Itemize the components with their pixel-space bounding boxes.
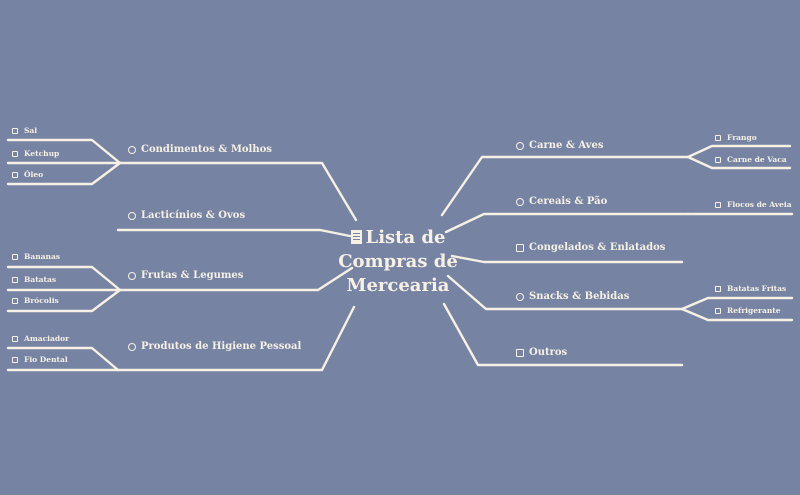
branch-label: Snacks & Bebidas [529, 291, 630, 302]
checkbox-icon[interactable] [12, 151, 18, 157]
leaf-amaciador[interactable]: Amaciador [12, 335, 69, 343]
connector-sal [6, 138, 122, 165]
checkbox-icon[interactable] [12, 254, 18, 260]
checkbox-icon[interactable] [12, 128, 18, 134]
branch-label: Condimentos & Molhos [141, 144, 272, 155]
leaf-sal[interactable]: Sal [12, 127, 37, 135]
leaf-label: Brócolis [24, 296, 59, 305]
circle-checkbox-icon[interactable] [128, 145, 136, 154]
leaf-refrigerante[interactable]: Refrigerante [715, 307, 781, 315]
leaf-label: Carne de Vaca [727, 155, 787, 164]
connector-frango [686, 144, 792, 159]
circle-checkbox-icon[interactable] [128, 342, 136, 351]
checkbox-icon[interactable] [715, 157, 721, 163]
connector-condimentos [118, 161, 358, 222]
checkbox-icon[interactable] [715, 202, 721, 208]
circle-checkbox-icon[interactable] [516, 292, 524, 301]
leaf-carne-vaca[interactable]: Carne de Vaca [715, 156, 787, 164]
branch-outros[interactable]: Outros [516, 348, 567, 358]
circle-checkbox-icon[interactable] [128, 211, 136, 220]
branch-congelados[interactable]: Congelados & Enlatados [516, 243, 665, 253]
leaf-batatas[interactable]: Batatas [12, 276, 56, 284]
leaf-frango[interactable]: Frango [715, 134, 757, 142]
leaf-fio-dental[interactable]: Fio Dental [12, 356, 68, 364]
branch-label: Frutas & Legumes [141, 270, 244, 281]
circle-checkbox-icon[interactable] [128, 271, 136, 280]
leaf-label: Sal [24, 126, 38, 135]
leaf-bananas[interactable]: Bananas [12, 253, 60, 261]
branch-higiene[interactable]: Produtos de Higiene Pessoal [128, 342, 301, 352]
connector-outros [442, 302, 684, 367]
leaf-ketchup[interactable]: Ketchup [12, 150, 59, 158]
connector-brocolis [6, 288, 122, 313]
central-topic[interactable]: Lista de Compras de Mercearia [318, 226, 478, 298]
leaf-batatas-fritas[interactable]: Batatas Fritas [715, 285, 786, 293]
checkbox-icon[interactable] [715, 286, 721, 292]
connector-lacticinios [116, 228, 352, 238]
central-title: Lista de Compras de Mercearia [338, 227, 458, 296]
leaf-flocos[interactable]: Flocos de Aveia [715, 201, 792, 209]
branch-label: Lacticínios & Ovos [141, 210, 246, 221]
leaf-label: Ketchup [24, 149, 60, 158]
branch-condimentos[interactable]: Condimentos & Molhos [128, 145, 272, 155]
circle-checkbox-icon[interactable] [516, 197, 524, 206]
connector-frutas [118, 266, 354, 292]
branch-lacticinios[interactable]: Lacticínios & Ovos [128, 211, 245, 221]
connector-cereais [444, 212, 690, 234]
connector-oleo [6, 161, 122, 186]
checkbox-icon[interactable] [12, 298, 18, 304]
checkbox-icon[interactable] [516, 243, 524, 252]
leaf-label: Refrigerante [727, 306, 781, 315]
leaf-oleo[interactable]: Óleo [12, 171, 43, 179]
leaf-label: Frango [727, 133, 757, 142]
circle-checkbox-icon[interactable] [516, 141, 524, 150]
leaf-label: Batatas Fritas [727, 284, 787, 293]
connector-refrigerante [680, 307, 794, 322]
checkbox-icon[interactable] [12, 277, 18, 283]
leaf-label: Amaciador [24, 334, 70, 343]
leaf-label: Fio Dental [24, 355, 68, 364]
branch-frutas[interactable]: Frutas & Legumes [128, 271, 243, 281]
branch-label: Produtos de Higiene Pessoal [141, 341, 302, 352]
connector-carne-vaca [686, 155, 792, 170]
connector-amaciador [6, 346, 120, 372]
branch-carne[interactable]: Carne & Aves [516, 141, 604, 151]
branch-label: Outros [529, 347, 568, 358]
checkbox-icon[interactable] [516, 348, 524, 357]
connector-snacks [446, 274, 684, 311]
branch-snacks[interactable]: Snacks & Bebidas [516, 292, 629, 302]
connector-congelados [450, 254, 684, 264]
document-icon [350, 230, 362, 244]
leaf-label: Óleo [24, 170, 44, 179]
connector-carne [440, 155, 690, 217]
connector-higiene [116, 305, 356, 372]
leaf-brocolis[interactable]: Brócolis [12, 297, 59, 305]
leaf-label: Bananas [24, 252, 61, 261]
connector-batatas-fritas [680, 296, 794, 311]
checkbox-icon[interactable] [12, 336, 18, 342]
branch-label: Carne & Aves [529, 140, 604, 151]
checkbox-icon[interactable] [715, 135, 721, 141]
connector-bananas [6, 265, 122, 292]
branch-label: Congelados & Enlatados [529, 242, 666, 253]
leaf-label: Flocos de Aveia [727, 200, 792, 209]
leaf-label: Batatas [24, 275, 57, 284]
checkbox-icon[interactable] [12, 357, 18, 363]
checkbox-icon[interactable] [715, 308, 721, 314]
branch-label: Cereais & Pão [529, 196, 608, 207]
branch-cereais[interactable]: Cereais & Pão [516, 197, 607, 207]
checkbox-icon[interactable] [12, 172, 18, 178]
